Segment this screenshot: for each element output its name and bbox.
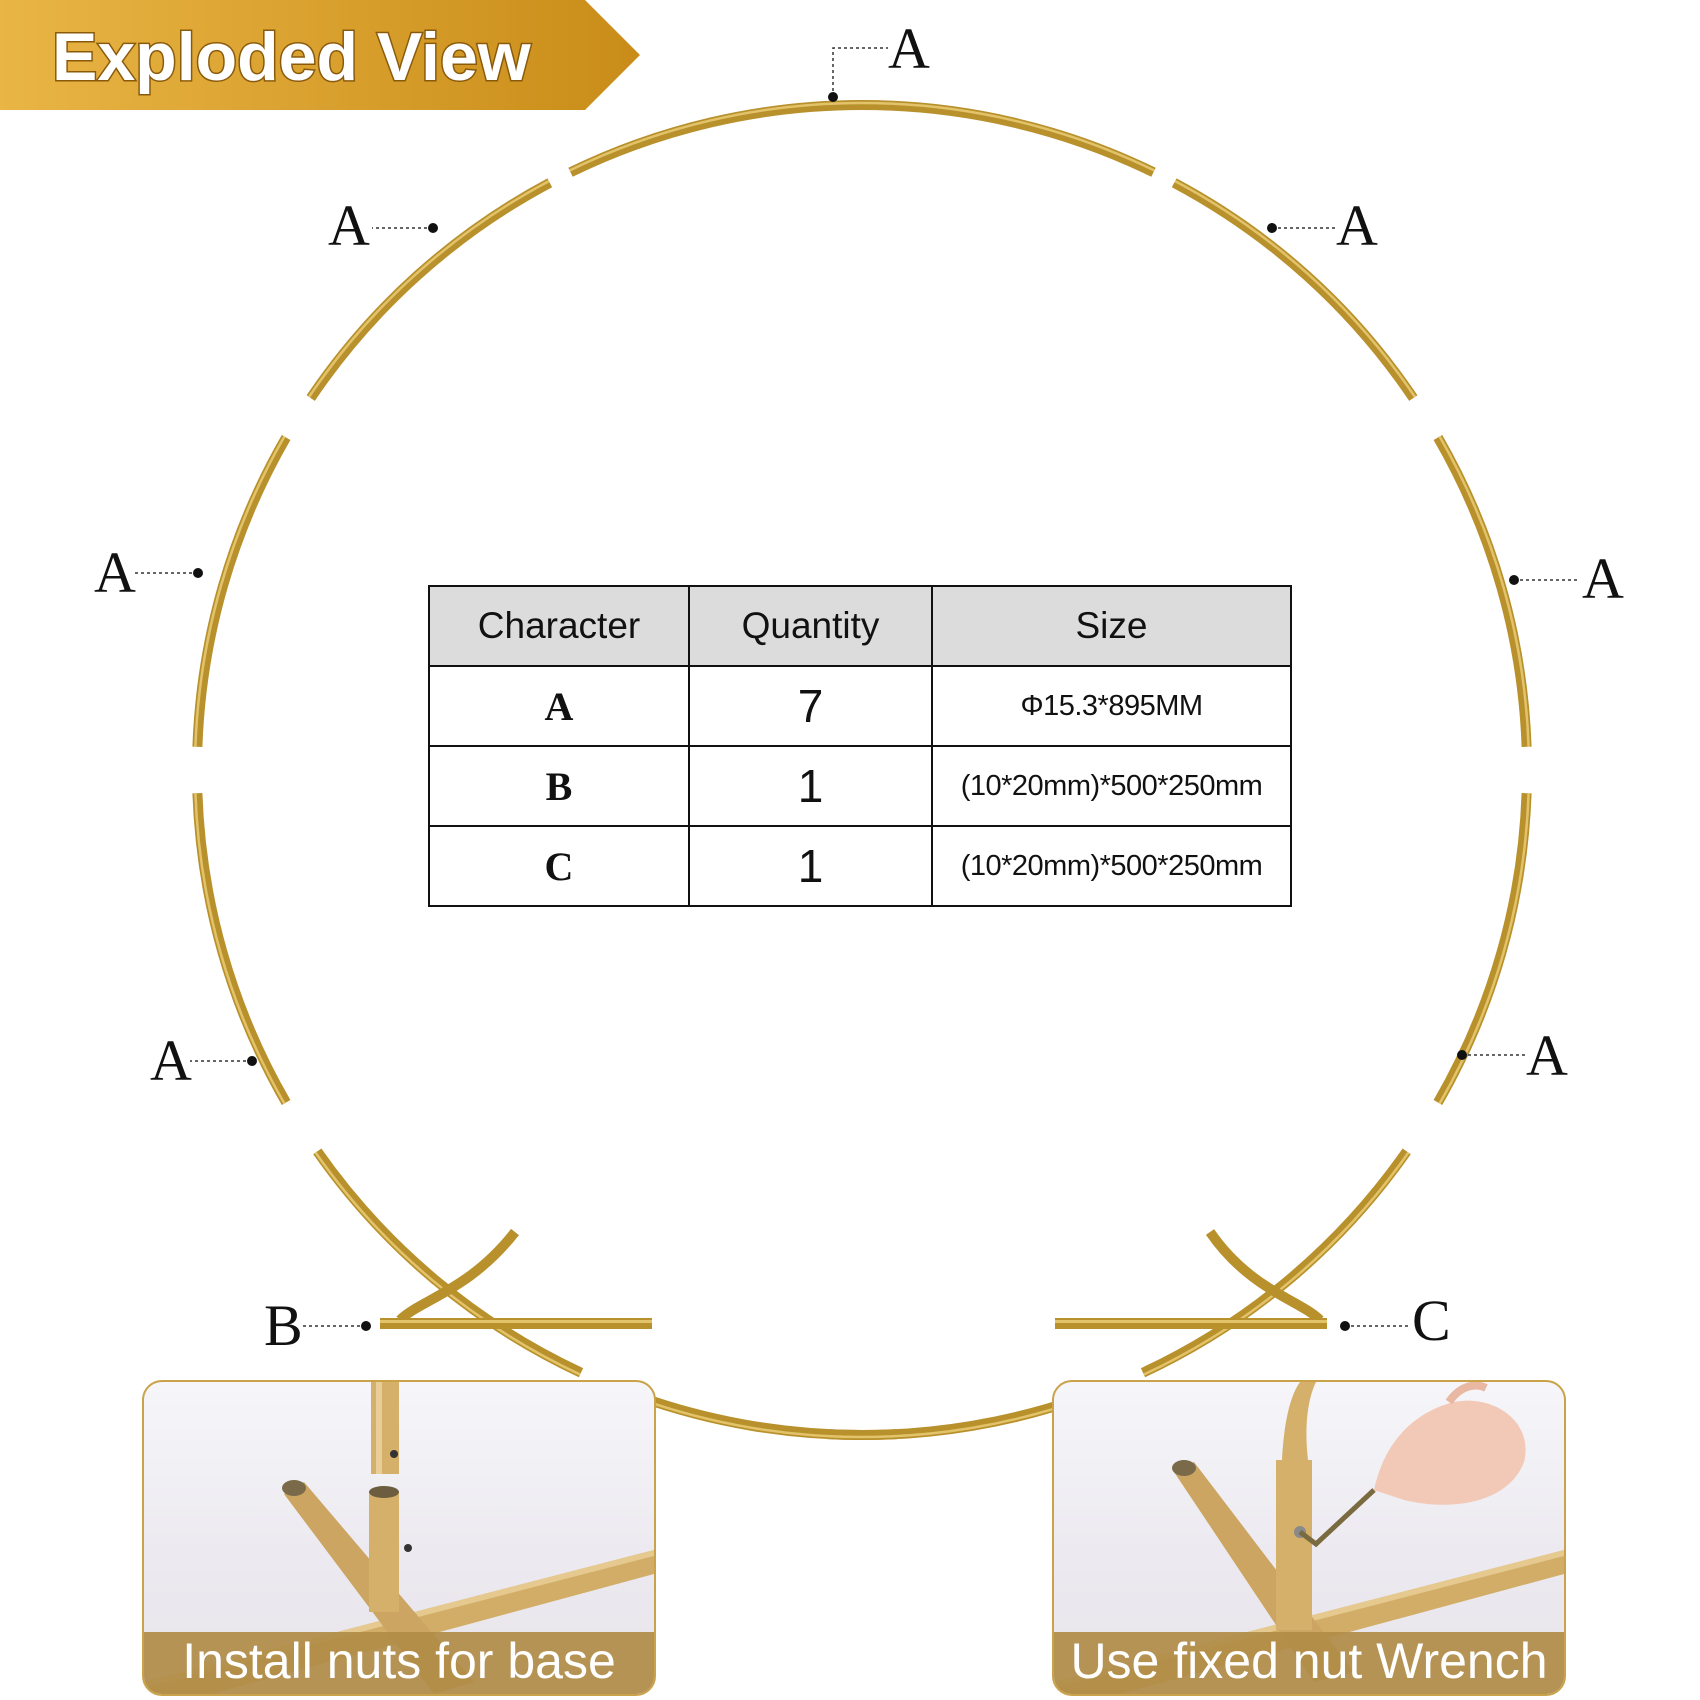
caption-wrench: Use fixed nut Wrench xyxy=(1070,1633,1548,1689)
arch-leg-right xyxy=(1205,1229,1324,1324)
cell-quantity: 7 xyxy=(688,665,933,747)
arch-leg-left xyxy=(396,1228,519,1324)
caption-bar xyxy=(144,1632,654,1694)
arch-segment xyxy=(313,1148,584,1378)
label-upper-left-a: A xyxy=(328,193,370,258)
arch-segment xyxy=(1140,1148,1411,1378)
table-row: C 1 (10*20mm)*500*250mm xyxy=(428,825,1292,907)
photo-panel-install-nuts: Install nuts for base xyxy=(142,1380,656,1696)
label-top-a: A xyxy=(888,16,930,81)
arch-tubes xyxy=(192,100,1532,1440)
arch-segment-highlight xyxy=(194,793,286,1105)
banner-title: Exploded View xyxy=(52,19,532,95)
arch-segment xyxy=(1171,178,1418,401)
table-row: A 7 Φ15.3*895MM xyxy=(428,665,1292,747)
leader-lines xyxy=(135,47,1580,1327)
arch-segment xyxy=(1433,793,1532,1105)
cell-character: B xyxy=(428,745,690,827)
label-mid-left-a: A xyxy=(94,540,136,605)
label-base-c: C xyxy=(1412,1288,1451,1353)
arch-segment-highlight xyxy=(1174,179,1417,398)
spec-table: Character Quantity Size A 7 Φ15.3*895MM … xyxy=(428,585,1292,907)
base-tube-b xyxy=(380,1318,652,1329)
caption-install-nuts: Install nuts for base xyxy=(182,1633,616,1689)
arch-segment-highlight xyxy=(569,101,1155,172)
table-row: B 1 (10*20mm)*500*250mm xyxy=(428,745,1292,827)
leader-dots xyxy=(193,92,1519,1331)
banner-background xyxy=(0,0,640,110)
base-tube-c xyxy=(1055,1318,1327,1329)
arch-segment xyxy=(306,178,553,401)
table-header-row: Character Quantity Size xyxy=(428,585,1292,667)
caption-bar xyxy=(1054,1632,1564,1694)
label-lower-right-a: A xyxy=(1526,1023,1568,1088)
cell-size: (10*20mm)*500*250mm xyxy=(931,745,1292,827)
label-mid-right-a: A xyxy=(1582,546,1624,611)
arch-segment-highlight xyxy=(194,435,286,747)
arch-segment xyxy=(192,435,291,747)
cell-character: C xyxy=(428,825,690,907)
cell-size: (10*20mm)*500*250mm xyxy=(931,825,1292,907)
cell-quantity: 1 xyxy=(688,745,933,827)
header-size: Size xyxy=(931,585,1292,667)
arch-segment-highlight xyxy=(1438,793,1530,1105)
cell-character: A xyxy=(428,665,690,747)
header-character: Character xyxy=(428,585,690,667)
arch-segment-highlight xyxy=(1143,1151,1410,1376)
arch-segment xyxy=(1433,435,1532,747)
arch-segment xyxy=(192,793,291,1105)
photo-panel-wrench: Use fixed nut Wrench xyxy=(1052,1380,1566,1696)
header-quantity: Quantity xyxy=(688,585,933,667)
label-upper-right-a: A xyxy=(1336,193,1378,258)
arch-segment-highlight xyxy=(1438,435,1530,747)
arch-segment-highlight xyxy=(307,179,550,398)
cell-size: Φ15.3*895MM xyxy=(931,665,1292,747)
arch-segment-highlight xyxy=(314,1151,581,1376)
label-base-b: B xyxy=(264,1293,303,1358)
label-lower-left-a: A xyxy=(150,1028,192,1093)
cell-quantity: 1 xyxy=(688,825,933,907)
arch-segment xyxy=(568,100,1156,177)
